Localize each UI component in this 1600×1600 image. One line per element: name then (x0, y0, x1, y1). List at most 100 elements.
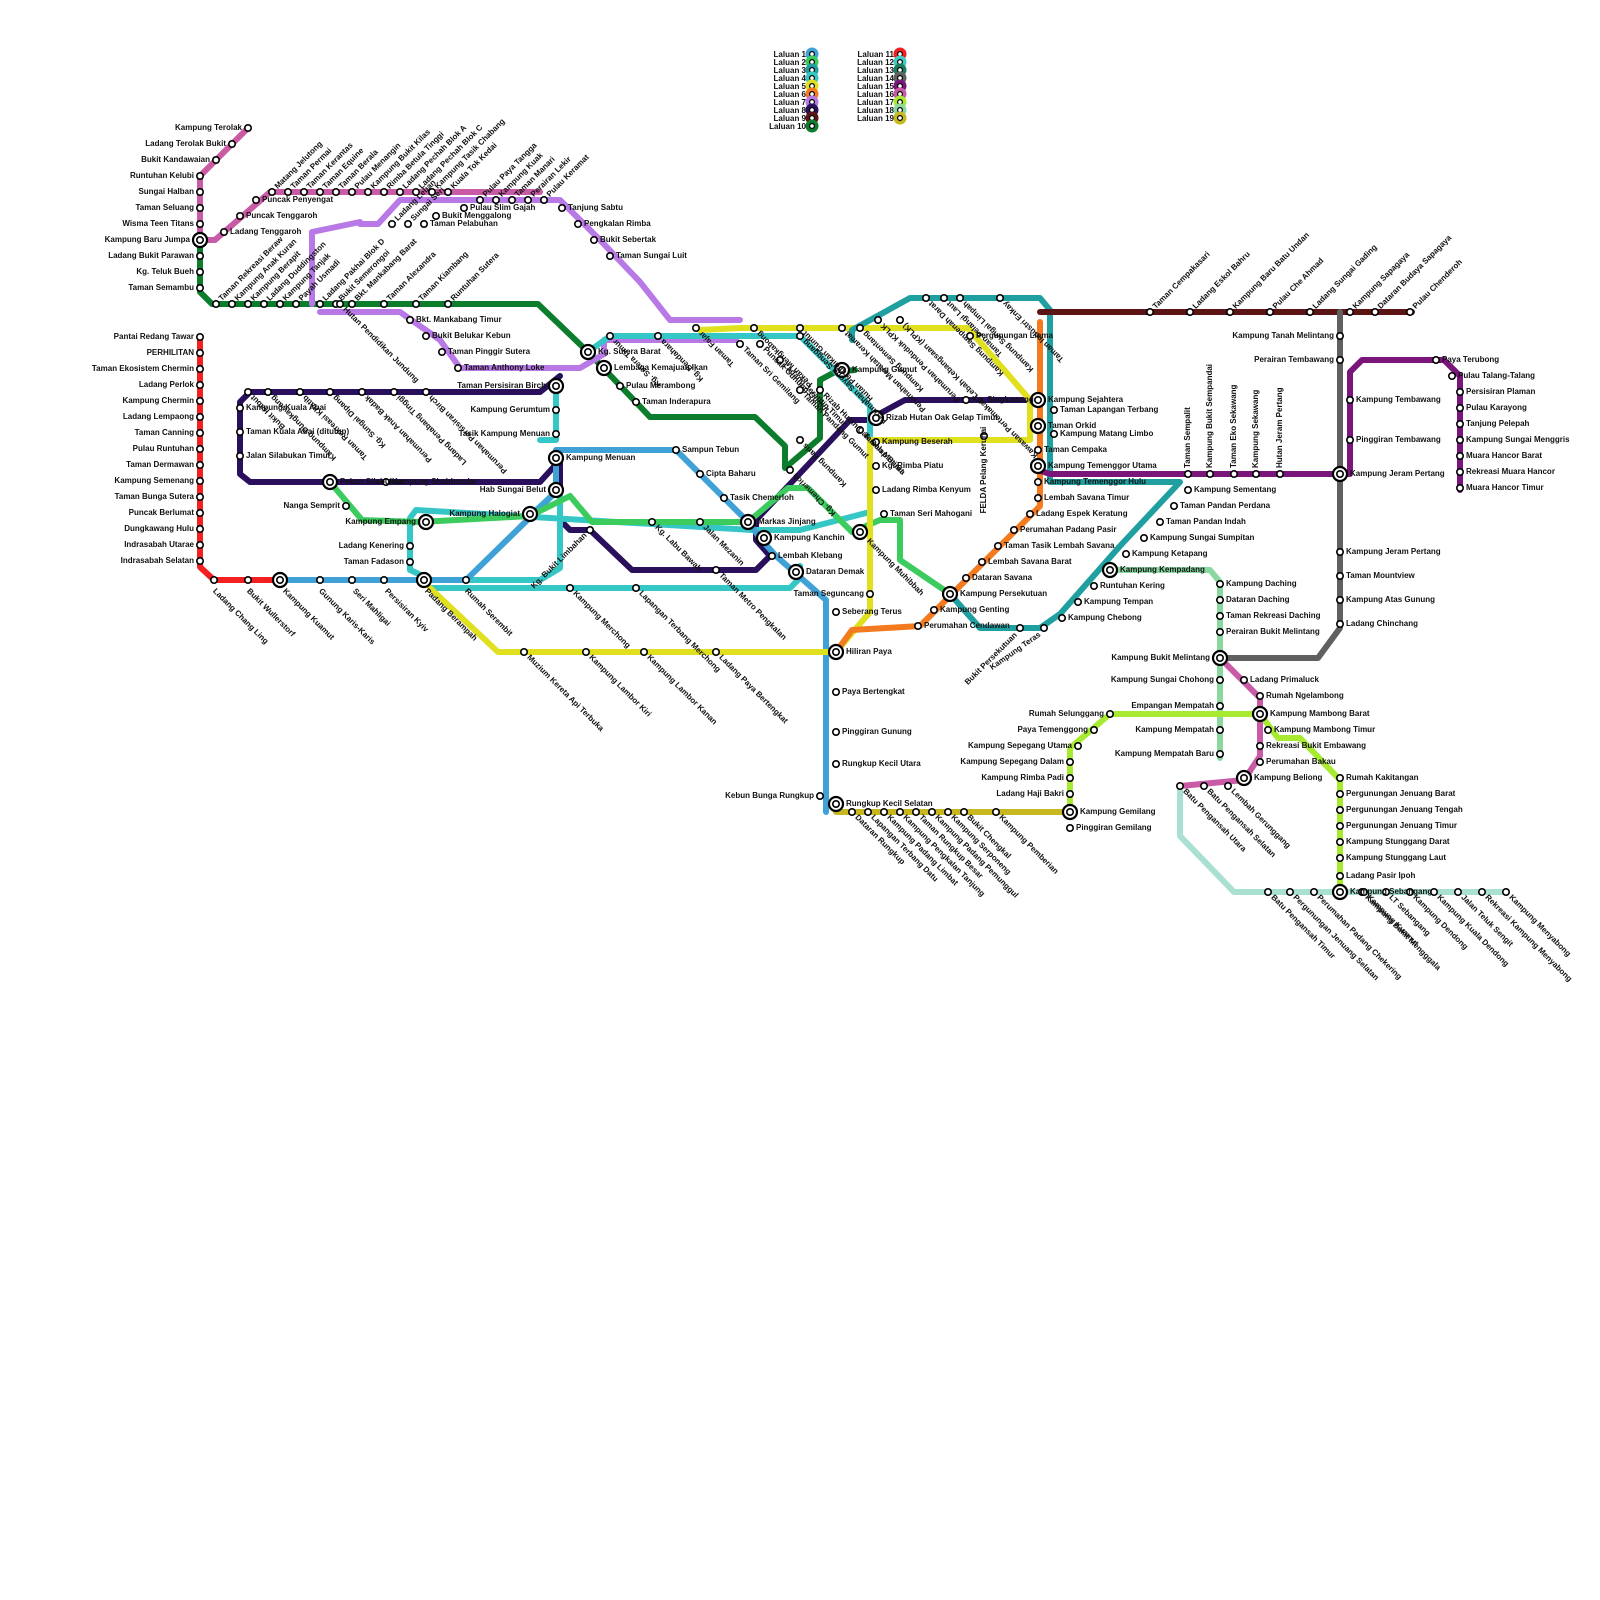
station-marker[interactable] (961, 573, 970, 582)
station-marker[interactable] (691, 323, 700, 332)
station-marker[interactable] (1216, 749, 1225, 758)
station-marker[interactable] (921, 293, 930, 302)
station-marker[interactable] (389, 387, 398, 396)
station-marker[interactable] (695, 469, 704, 478)
station-marker[interactable] (711, 647, 720, 656)
station-marker[interactable] (1336, 805, 1345, 814)
station-marker[interactable] (196, 348, 205, 357)
station-marker[interactable] (631, 397, 640, 406)
station-marker[interactable] (927, 807, 936, 816)
station-marker[interactable] (1456, 435, 1465, 444)
station-marker[interactable] (795, 385, 804, 394)
station-marker[interactable] (1230, 469, 1239, 478)
station-marker[interactable] (315, 188, 324, 197)
station-marker[interactable] (991, 807, 1000, 816)
station-marker[interactable] (977, 557, 986, 566)
station-marker[interactable] (523, 196, 532, 205)
station-marker[interactable] (605, 331, 614, 340)
station-marker[interactable] (879, 509, 888, 518)
station-marker[interactable] (785, 465, 794, 474)
station-marker[interactable] (244, 575, 253, 584)
station-marker[interactable] (1336, 595, 1345, 604)
station-marker[interactable] (1226, 307, 1235, 316)
station-marker[interactable] (267, 188, 276, 197)
station-marker[interactable] (475, 196, 484, 205)
station-marker[interactable] (1336, 355, 1345, 364)
station-marker[interactable] (341, 501, 350, 510)
station-marker[interactable] (1336, 773, 1345, 782)
station-marker[interactable] (1224, 781, 1233, 790)
station-marker[interactable] (1176, 781, 1185, 790)
station-marker[interactable] (1371, 307, 1380, 316)
station-marker[interactable] (1050, 405, 1059, 414)
station-marker[interactable] (719, 493, 728, 502)
station-marker[interactable] (395, 188, 404, 197)
station-marker[interactable] (653, 331, 662, 340)
station-marker[interactable] (196, 524, 205, 533)
station-marker[interactable] (605, 252, 614, 261)
station-marker[interactable] (405, 541, 414, 550)
station-marker[interactable] (196, 172, 205, 181)
station-marker[interactable] (379, 575, 388, 584)
station-marker[interactable] (557, 204, 566, 213)
station-marker[interactable] (236, 212, 245, 221)
station-marker[interactable] (1448, 371, 1457, 380)
station-marker[interactable] (1382, 887, 1391, 896)
station-marker[interactable] (1090, 725, 1099, 734)
station-marker[interactable] (1200, 781, 1209, 790)
station-marker[interactable] (427, 188, 436, 197)
station-marker[interactable] (1336, 853, 1345, 862)
station-marker[interactable] (1074, 741, 1083, 750)
station-marker[interactable] (519, 647, 528, 656)
station-marker[interactable] (196, 444, 205, 453)
station-marker[interactable] (1276, 469, 1285, 478)
station-marker[interactable] (1456, 403, 1465, 412)
station-marker[interactable] (347, 188, 356, 197)
station-marker[interactable] (585, 525, 594, 534)
station-marker[interactable] (196, 364, 205, 373)
station-marker[interactable] (347, 575, 356, 584)
station-marker[interactable] (965, 331, 974, 340)
station-marker[interactable] (647, 517, 656, 526)
station-marker[interactable] (1336, 547, 1345, 556)
station-marker[interactable] (1266, 307, 1275, 316)
station-marker[interactable] (831, 727, 840, 736)
station-marker[interactable] (831, 607, 840, 616)
station-marker[interactable] (671, 445, 680, 454)
station-marker[interactable] (1122, 549, 1131, 558)
station-marker[interactable] (929, 605, 938, 614)
station-marker[interactable] (815, 791, 824, 800)
station-marker[interactable] (863, 807, 872, 816)
station-marker[interactable] (995, 293, 1004, 302)
station-marker[interactable] (1346, 307, 1355, 316)
station-marker[interactable] (551, 405, 560, 414)
station-marker[interactable] (837, 323, 846, 332)
station-marker[interactable] (1066, 773, 1075, 782)
station-marker[interactable] (855, 425, 864, 434)
station-marker[interactable] (1336, 837, 1345, 846)
station-marker[interactable] (437, 347, 446, 356)
station-marker[interactable] (1066, 823, 1075, 832)
station-marker[interactable] (443, 299, 452, 308)
station-marker[interactable] (865, 589, 874, 598)
station-marker[interactable] (767, 551, 776, 560)
station-marker[interactable] (1264, 887, 1273, 896)
station-marker[interactable] (212, 156, 221, 165)
station-marker[interactable] (220, 228, 229, 237)
station-marker[interactable] (196, 508, 205, 517)
station-marker[interactable] (252, 196, 261, 205)
station-marker[interactable] (1336, 821, 1345, 830)
station-marker[interactable] (196, 412, 205, 421)
station-marker[interactable] (453, 363, 462, 372)
station-marker[interactable] (1306, 307, 1315, 316)
station-marker[interactable] (1015, 623, 1024, 632)
station-marker[interactable] (943, 807, 952, 816)
station-marker[interactable] (507, 196, 516, 205)
station-marker[interactable] (895, 315, 904, 324)
station-marker[interactable] (325, 387, 334, 396)
station-marker[interactable] (196, 540, 205, 549)
station-marker[interactable] (1184, 485, 1193, 494)
station-marker[interactable] (196, 380, 205, 389)
station-marker[interactable] (1456, 483, 1465, 492)
station-marker[interactable] (589, 236, 598, 245)
